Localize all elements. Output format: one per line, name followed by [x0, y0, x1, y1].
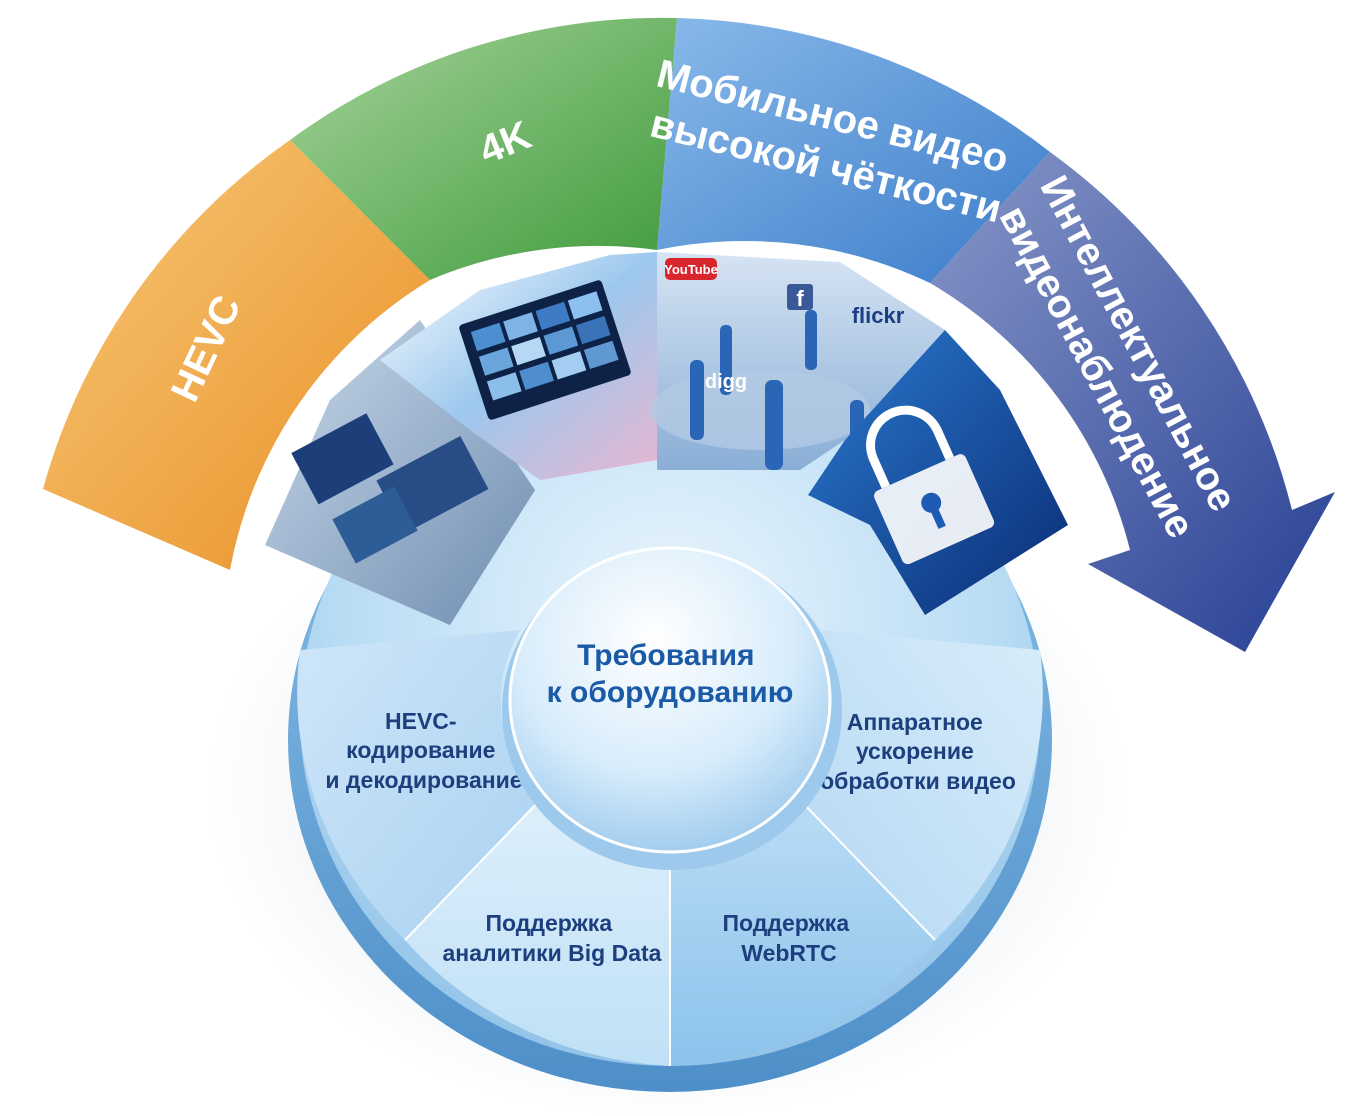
center-hub: Требования к оборудованию — [502, 546, 842, 870]
youtube-logo: YouTube — [664, 262, 718, 277]
photo-4k-tiles — [470, 291, 619, 401]
segment-label-hw-accel: Аппаратное ускорение обработки видео — [820, 709, 1016, 794]
digg-logo: digg — [705, 371, 747, 393]
flickr-logo: flickr — [852, 303, 905, 328]
segment-label-hevc-codec-line-2: кодирование — [346, 737, 495, 763]
segment-label-webrtc-line-1: Поддержка — [722, 910, 849, 936]
segment-label-big-data: Поддержка аналитики Big Data — [443, 910, 662, 966]
segment-label-big-data-line-2: аналитики Big Data — [443, 940, 662, 966]
segment-label-hw-accel-line-2: ускорение — [856, 738, 974, 764]
segment-divider-3 — [799, 799, 936, 941]
segment-label-hevc-codec: HEVC- кодирование и декодирование — [325, 708, 522, 793]
segment-webrtc[interactable] — [670, 800, 935, 1066]
arc-segment-4k[interactable] — [290, 17, 677, 281]
facebook-logo: f — [796, 286, 804, 311]
segment-label-hevc-codec-line-1: HEVC- — [385, 708, 457, 734]
inner-segments: HEVC- кодирование и декодирование Аппара… — [297, 630, 1043, 1066]
photo-strip: YouTube f flickr digg — [265, 252, 1068, 625]
facebook-logo-badge — [787, 284, 813, 310]
photo-conference-screen-3 — [332, 486, 418, 564]
segment-label-hevc-codec-line-3: и декодирование — [325, 767, 522, 793]
segment-label-webrtc: Поддержка WebRTC — [722, 910, 855, 966]
lock-icon — [866, 405, 995, 565]
center-label: Требования к оборудованию — [547, 639, 794, 709]
arc-segment-mobile-hd[interactable] — [657, 18, 1050, 283]
outer-arc: HEVC 4K Мобильное видео высокой чёткости… — [43, 17, 1335, 652]
segment-label-hw-accel-line-3: обработки видео — [820, 768, 1016, 794]
segment-label-webrtc-line-2: WebRTC — [741, 940, 836, 966]
segment-label-hw-accel-line-1: Аппаратное — [847, 709, 983, 735]
photo-conference-screen-1 — [291, 413, 394, 505]
arc-segment-hevc[interactable] — [43, 140, 430, 570]
segment-label-big-data-line-1: Поддержка — [485, 910, 612, 936]
youtube-logo-badge — [665, 258, 717, 280]
center-label-line-1: Требования — [577, 639, 754, 672]
segment-divider-1 — [404, 799, 541, 941]
arc-segment-intelligent-surveillance[interactable] — [930, 152, 1335, 652]
photo-social-world-map — [650, 370, 870, 450]
center-label-line-2: к оборудованию — [547, 676, 794, 709]
segment-big-data[interactable] — [405, 800, 670, 1066]
center-hub-face[interactable] — [508, 546, 832, 854]
